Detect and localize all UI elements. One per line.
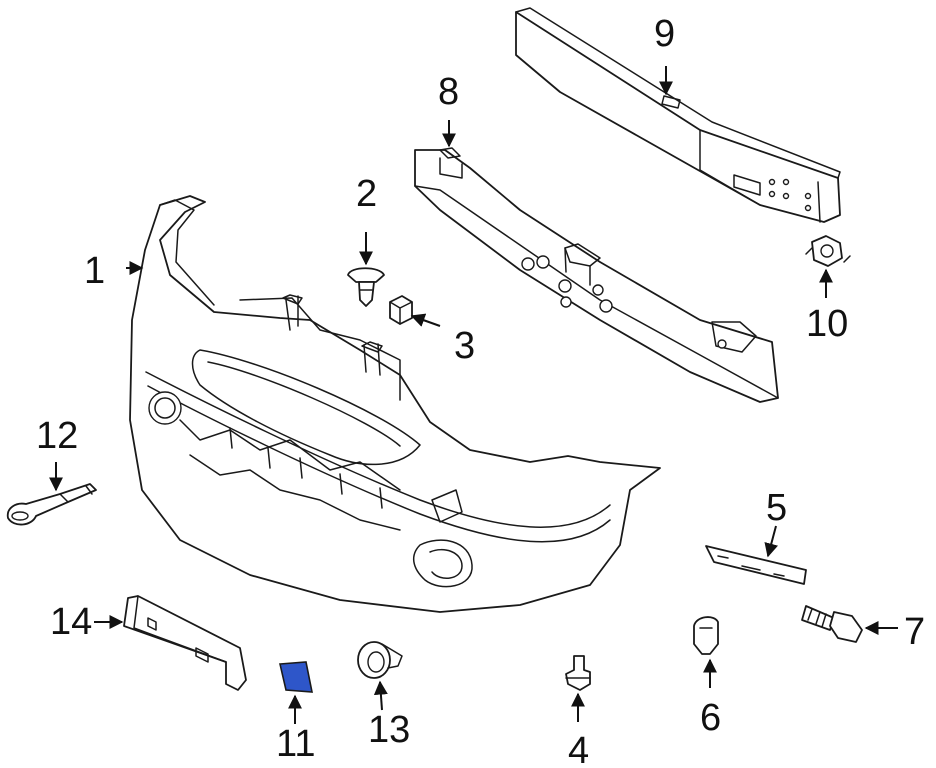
- leader-5: [764, 525, 779, 558]
- nut-part-10[interactable]: [805, 235, 851, 267]
- leader-13: [373, 680, 388, 711]
- callout-8: 8: [438, 71, 459, 113]
- callout-5: 5: [766, 487, 787, 529]
- license-bracket-part-14[interactable]: [123, 595, 247, 691]
- energy-absorber-part-8[interactable]: [414, 147, 779, 403]
- callout-3: 3: [454, 325, 475, 367]
- grommet-part-13[interactable]: [357, 641, 403, 679]
- callout-14: 14: [50, 601, 92, 643]
- cover-cap-part-11[interactable]: [279, 661, 313, 693]
- callout-13: 13: [368, 709, 410, 751]
- callout-6: 6: [700, 697, 721, 739]
- clip-part-4[interactable]: [565, 655, 591, 691]
- callout-4: 4: [568, 730, 589, 768]
- callout-7: 7: [904, 611, 925, 653]
- tow-hook-part-12[interactable]: [6, 483, 97, 526]
- callout-1: 1: [84, 250, 105, 292]
- bolt-part-7[interactable]: [801, 605, 863, 643]
- callout-2: 2: [356, 173, 377, 215]
- clip-part-6[interactable]: [693, 616, 719, 655]
- reinforcement-beam-part-9[interactable]: [515, 7, 841, 223]
- push-clip-part-2[interactable]: [347, 267, 385, 307]
- side-bracket-part-5[interactable]: [705, 545, 807, 585]
- leader-3: [410, 313, 441, 327]
- bumper-cover-part-1[interactable]: [129, 195, 661, 613]
- callout-12: 12: [36, 415, 78, 457]
- callout-10: 10: [806, 303, 848, 345]
- callout-11: 11: [276, 723, 315, 765]
- callout-9: 9: [654, 13, 675, 55]
- square-nut-part-3[interactable]: [389, 295, 413, 325]
